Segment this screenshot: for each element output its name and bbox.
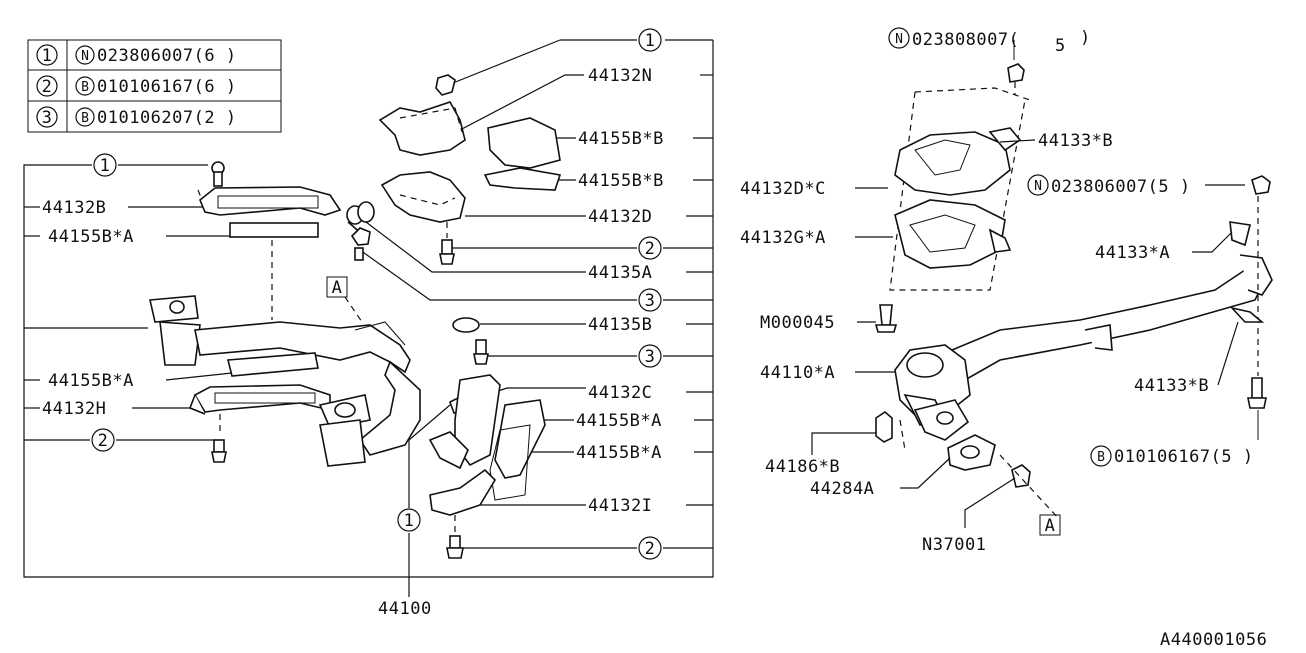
label-44132h: 44132H — [42, 399, 106, 419]
callout-a-left: A — [332, 278, 343, 298]
label-44155ba-4: 44155B*A — [576, 443, 662, 463]
label-44155ba-upper: 44155B*A — [48, 227, 134, 247]
right-n-mid-prefix: N — [1034, 179, 1042, 194]
circle-1-top: 1 — [645, 31, 656, 51]
legend-code-1: 023806007(6 ) — [97, 46, 237, 66]
right-group-drawing — [874, 63, 1273, 521]
legend-num-2: 2 — [42, 77, 53, 97]
label-44133b-upper: 44133*B — [1038, 131, 1113, 151]
right-n-top-qty: 5 — [1055, 36, 1066, 56]
right-n-top-prefix: N — [895, 32, 903, 47]
label-44100: 44100 — [378, 599, 432, 619]
label-44133a: 44133*A — [1095, 243, 1170, 263]
middle-labels: 1 44132N 44155B*B 44155B*B 44132D 2 4413… — [378, 28, 664, 619]
legend-prefix-3: B — [81, 111, 89, 126]
assembly-bracket-44100 — [23, 39, 714, 597]
circle-2-a: 2 — [645, 239, 656, 259]
callout-a-right: A — [1045, 516, 1056, 536]
right-leaders — [811, 40, 1259, 528]
circle-3-a: 3 — [645, 291, 656, 311]
label-44132b: 44132B — [42, 198, 106, 218]
label-44186b: 44186*B — [765, 457, 840, 477]
right-n-mid-code: 023806007(5 ) — [1051, 177, 1191, 197]
circle-2-b: 2 — [645, 539, 656, 559]
label-44155ba-3: 44155B*A — [576, 411, 662, 431]
circle-1-left: 1 — [100, 156, 111, 176]
right-labels: N 023808007( 5 ) 44133*B 44132D*C N 0238… — [740, 27, 1254, 555]
label-44132i: 44132I — [588, 496, 652, 516]
label-44155bb-2: 44155B*B — [578, 171, 664, 191]
right-n-top-code: 023808007( — [912, 30, 1019, 50]
legend-code-2: 010106167(6 ) — [97, 77, 237, 97]
label-44132c: 44132C — [588, 383, 652, 403]
legend-code-3: 010106207(2 ) — [97, 108, 237, 128]
circle-2-left: 2 — [98, 431, 109, 451]
legend-prefix-1: N — [81, 49, 89, 64]
circle-1-bottom: 1 — [404, 511, 415, 531]
label-n37001: N37001 — [922, 535, 986, 555]
circle-3-b: 3 — [645, 347, 656, 367]
legend-table: 1 N 023806007(6 ) 2 B 010106167(6 ) 3 B … — [27, 39, 282, 133]
legend-num-3: 3 — [42, 108, 53, 128]
label-44110a: 44110*A — [760, 363, 835, 383]
left-labels: 1 44132B 44155B*A 44155B*A 44132H 2 A — [42, 153, 363, 452]
figure-id: A440001056 — [1160, 630, 1267, 650]
legend-num-1: 1 — [42, 46, 53, 66]
right-n-top-close: ) — [1080, 28, 1091, 48]
label-44132n: 44132N — [588, 66, 652, 86]
label-44155bb-1: 44155B*B — [578, 129, 664, 149]
right-b-prefix: B — [1097, 450, 1105, 465]
left-leaders — [24, 164, 233, 441]
right-b-code: 010106167(5 ) — [1114, 447, 1254, 467]
label-44155ba-lower: 44155B*A — [48, 371, 134, 391]
label-44132d: 44132D — [588, 207, 652, 227]
label-44132dc: 44132D*C — [740, 179, 826, 199]
label-44135a: 44135A — [588, 263, 652, 283]
legend-prefix-2: B — [81, 80, 89, 95]
heat-shields-drawing — [350, 74, 562, 559]
exhaust-manifold-drawing — [149, 161, 421, 467]
label-44284a: 44284A — [810, 479, 874, 499]
label-44135b: 44135B — [588, 315, 652, 335]
label-m000045: M000045 — [760, 313, 835, 333]
label-44132ga: 44132G*A — [740, 228, 826, 248]
label-44133b-lower: 44133*B — [1134, 376, 1209, 396]
